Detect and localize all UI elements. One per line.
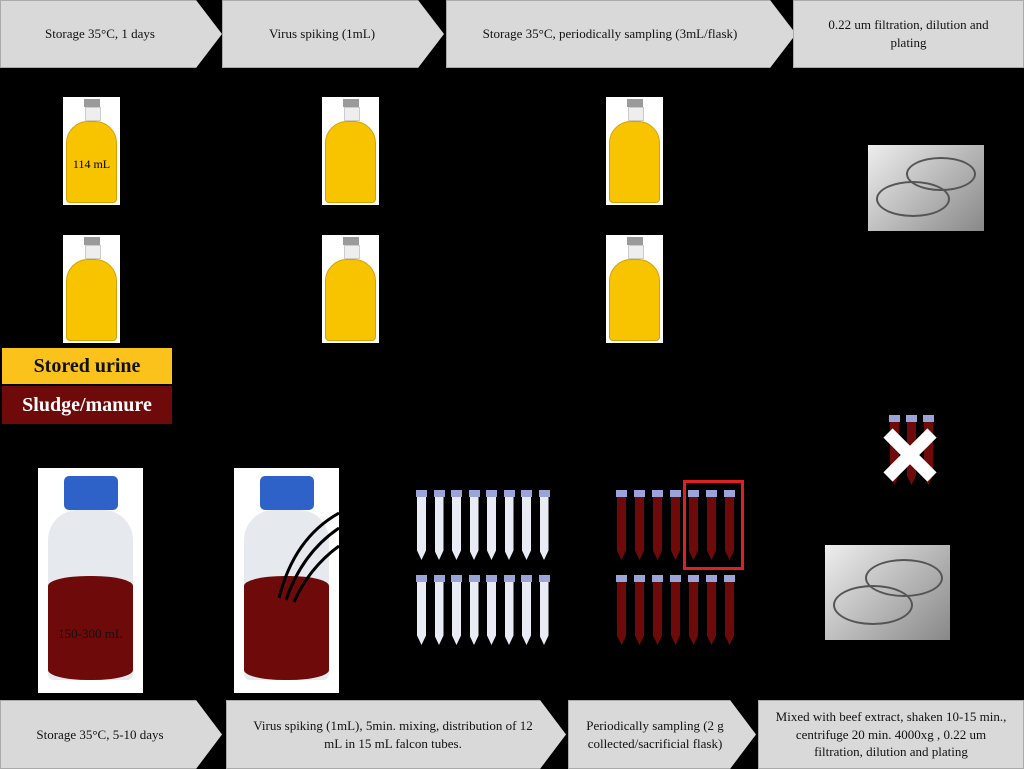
falcon-tube <box>634 575 645 645</box>
falcon-tube <box>486 575 497 645</box>
falcon-tube <box>468 490 480 560</box>
top-step-4: 0.22 um filtration, dilution and plating <box>793 0 1024 68</box>
sludge-bottle: 150-300 mL <box>38 468 143 693</box>
falcon-tube <box>616 575 627 645</box>
petri-dish-image <box>868 145 984 231</box>
top-step-1: Storage 35°C, 1 days <box>0 0 222 68</box>
falcon-tube <box>451 490 462 560</box>
urine-volume-label: 114 mL <box>72 157 111 171</box>
bottom-step-1: Storage 35°C, 5-10 days <box>0 700 222 769</box>
bottom-step-3: Periodically sampling (2 g collected/sac… <box>568 700 756 769</box>
urine-bottle <box>322 235 379 343</box>
step-text: Storage 35°C, periodically sampling (3mL… <box>482 26 738 42</box>
mixing-lines <box>277 511 339 603</box>
falcon-tube <box>670 490 681 560</box>
step-text: Virus spiking (1mL) <box>268 26 376 42</box>
falcon-tube <box>688 490 699 560</box>
falcon-tube <box>889 415 900 485</box>
falcon-tube <box>521 490 532 560</box>
step-text: Storage 35°C, 1 days <box>45 26 155 42</box>
falcon-tube <box>416 575 427 645</box>
falcon-tube <box>634 490 645 560</box>
falcon-tube <box>706 490 717 560</box>
sludge-bottle-mixing <box>234 468 339 693</box>
step-text: Virus spiking (1mL), 5min. mixing, distr… <box>253 717 533 751</box>
step-text: Storage 35°C, 5-10 days <box>36 726 164 742</box>
falcon-tube <box>451 575 462 645</box>
sludge-volume-label: 150-300 mL <box>58 626 123 641</box>
bottom-step-4: Mixed with beef extract, shaken 10-15 mi… <box>758 700 1024 769</box>
top-step-2: Virus spiking (1mL) <box>222 0 444 68</box>
falcon-tube <box>486 490 497 560</box>
falcon-tube <box>416 490 427 560</box>
legend-stored-urine: Stored urine <box>2 348 172 384</box>
falcon-tube <box>433 490 445 560</box>
cross-icon <box>883 428 937 482</box>
falcon-tube <box>538 490 550 560</box>
falcon-tube <box>724 490 735 560</box>
urine-bottle <box>322 97 379 205</box>
petri-dish-image <box>825 545 950 640</box>
urine-bottle <box>63 235 120 343</box>
falcon-tube <box>688 575 699 645</box>
falcon-tube <box>724 575 735 645</box>
falcon-tube <box>652 575 663 645</box>
falcon-tube <box>468 575 480 645</box>
bottom-step-2: Virus spiking (1mL), 5min. mixing, distr… <box>226 700 566 769</box>
falcon-tube <box>538 575 550 645</box>
falcon-tube <box>652 490 663 560</box>
selected-tubes-highlight <box>683 480 744 570</box>
step-text: Mixed with beef extract, shaken 10-15 mi… <box>775 709 1007 760</box>
falcon-tube <box>923 415 934 485</box>
falcon-tube <box>616 490 627 560</box>
urine-bottle: 114 mL <box>63 97 120 205</box>
falcon-tube <box>503 490 515 560</box>
top-step-3: Storage 35°C, periodically sampling (3mL… <box>446 0 796 68</box>
falcon-tube <box>433 575 445 645</box>
urine-bottle <box>606 97 663 205</box>
falcon-tube <box>503 575 515 645</box>
falcon-tube <box>670 575 681 645</box>
urine-bottle <box>606 235 663 343</box>
legend-sludge-manure: Sludge/manure <box>2 386 172 424</box>
falcon-tube <box>521 575 532 645</box>
step-text: 0.22 um filtration, dilution and plating <box>828 17 989 50</box>
falcon-tube <box>706 575 717 645</box>
step-text: Periodically sampling (2 g collected/sac… <box>586 717 724 751</box>
